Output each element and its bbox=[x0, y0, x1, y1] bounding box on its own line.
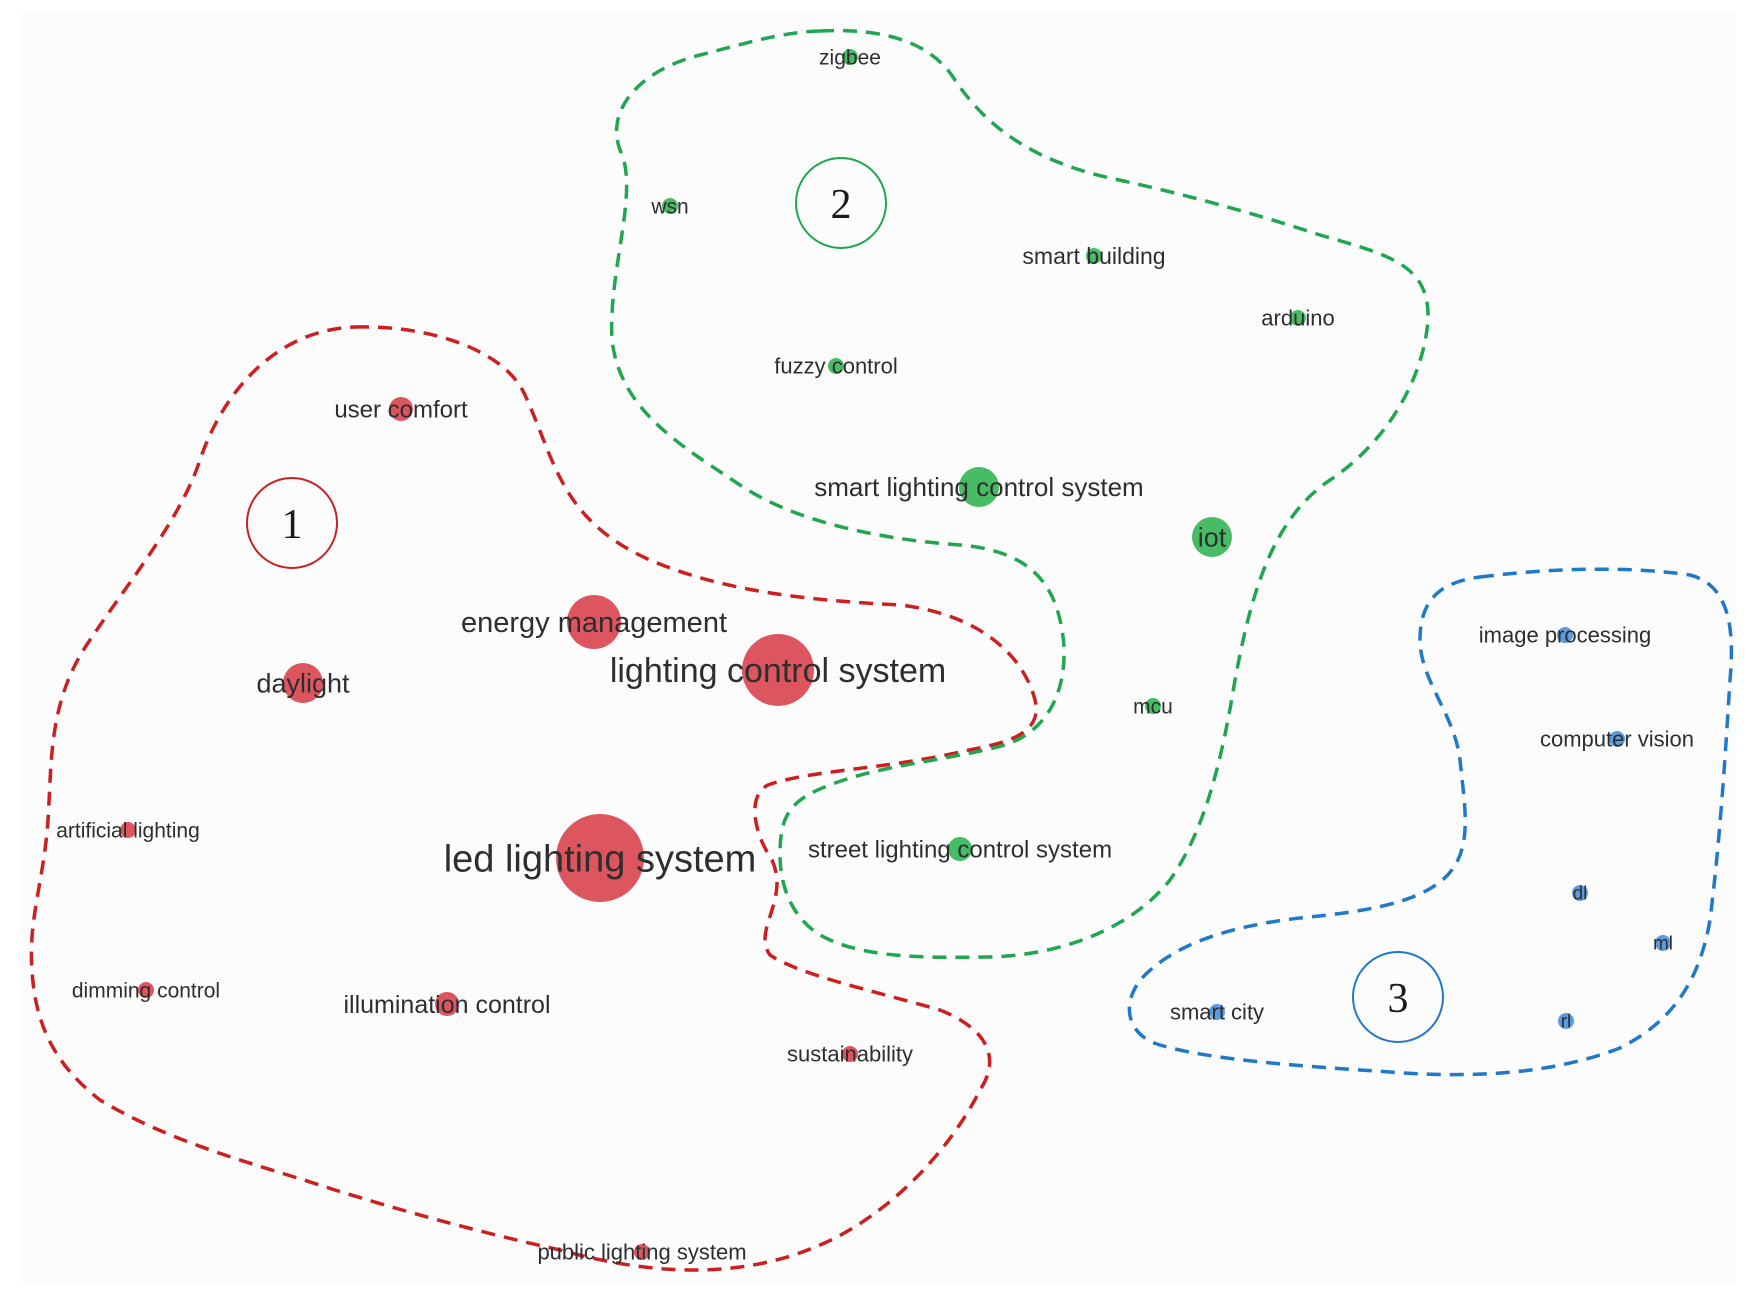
node-fuzzy-control bbox=[828, 358, 844, 374]
label-street-lighting-control-system: street lighting control system bbox=[808, 836, 1112, 863]
label-dl: dl bbox=[1573, 884, 1588, 905]
label-illumination-control: illumination control bbox=[343, 991, 550, 1019]
node-energy-management bbox=[567, 595, 621, 649]
node-dl bbox=[1572, 885, 1588, 901]
node-street-lighting-control-system bbox=[948, 837, 972, 861]
node-zigbee bbox=[842, 49, 858, 65]
node-user-comfort bbox=[389, 397, 413, 421]
node-sustainability bbox=[842, 1046, 858, 1062]
node-smart-lighting-control-system bbox=[959, 467, 999, 507]
node-rl bbox=[1558, 1013, 1574, 1029]
label-dimming-control: dimming control bbox=[72, 979, 220, 1002]
node-public-lighting-system bbox=[634, 1244, 650, 1260]
label-lighting-control-system: lighting control system bbox=[610, 652, 946, 690]
label-rl: rl bbox=[1561, 1012, 1572, 1033]
label-led-lighting-system: led lighting system bbox=[444, 838, 757, 880]
label-smart-lighting-control-system: smart lighting control system bbox=[814, 472, 1143, 502]
node-daylight bbox=[283, 663, 323, 703]
node-illumination-control bbox=[435, 992, 459, 1016]
cluster-1-number: 1 bbox=[282, 502, 303, 548]
cluster-2-boundary bbox=[609, 28, 1430, 960]
label-daylight: daylight bbox=[256, 668, 350, 698]
node-iot bbox=[1192, 517, 1232, 557]
label-zigbee: zigbee bbox=[819, 46, 881, 69]
node-led-lighting-system bbox=[556, 814, 644, 902]
node-mcu bbox=[1145, 698, 1161, 714]
label-wsn: wsn bbox=[650, 195, 688, 218]
cluster-1-boundary bbox=[29, 325, 1038, 1272]
node-wsn bbox=[662, 198, 678, 214]
keyword-labels: user comfort energy management daylight lig… bbox=[56, 46, 1694, 1264]
node-arduino bbox=[1290, 310, 1306, 326]
label-sustainability: sustainability bbox=[787, 1042, 913, 1067]
label-arduino: arduino bbox=[1261, 306, 1334, 331]
keyword-nodes bbox=[120, 49, 1671, 1260]
cluster-2-badge: 2 bbox=[795, 157, 887, 249]
node-dimming-control bbox=[138, 982, 154, 998]
cluster-3-number: 3 bbox=[1388, 976, 1409, 1022]
label-fuzzy-control: fuzzy control bbox=[774, 354, 898, 379]
label-smart-city: smart city bbox=[1170, 1000, 1264, 1025]
cluster-3-boundary bbox=[1127, 567, 1734, 1077]
label-public-lighting-system: public lighting system bbox=[537, 1240, 746, 1265]
label-image-processing: image processing bbox=[1479, 623, 1651, 648]
node-image-processing bbox=[1557, 627, 1573, 643]
node-ml bbox=[1655, 935, 1671, 951]
node-computer-vision bbox=[1609, 731, 1625, 747]
node-smart-building bbox=[1086, 248, 1102, 264]
cluster-2-number: 2 bbox=[831, 182, 852, 228]
node-lighting-control-system bbox=[742, 634, 814, 706]
cluster-1-badge: 1 bbox=[246, 477, 338, 569]
map-panel bbox=[18, 12, 1736, 1284]
label-artificial-lighting: artificial lighting bbox=[56, 819, 200, 842]
label-computer-vision: computer vision bbox=[1540, 727, 1694, 752]
label-ml: ml bbox=[1653, 934, 1673, 955]
node-artificial-lighting bbox=[120, 822, 136, 838]
label-energy-management: energy management bbox=[461, 607, 727, 639]
node-smart-city bbox=[1209, 1004, 1225, 1020]
cluster-3-badge: 3 bbox=[1352, 951, 1444, 1043]
label-user-comfort: user comfort bbox=[334, 396, 468, 423]
label-smart-building: smart building bbox=[1022, 243, 1165, 269]
label-iot: iot bbox=[1198, 522, 1227, 552]
label-mcu: mcu bbox=[1133, 695, 1173, 718]
